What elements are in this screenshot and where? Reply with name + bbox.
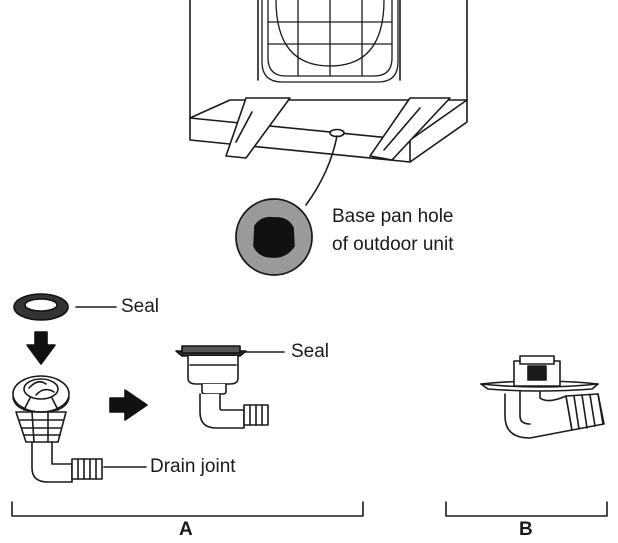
drain-joint-label: Drain joint xyxy=(150,456,236,477)
right-arrow-icon xyxy=(109,389,148,421)
section-b-bracket xyxy=(445,501,608,517)
fan-grille xyxy=(261,0,399,83)
section-a-label: A xyxy=(179,519,193,540)
outdoor-unit-illustration xyxy=(189,0,468,163)
base-rail-left xyxy=(225,97,291,159)
drain-joint-b xyxy=(480,355,605,439)
hole-callout-line xyxy=(305,135,338,206)
drain-joint-assembled xyxy=(175,345,269,429)
seal-assembled-label: Seal xyxy=(291,341,330,362)
base-rail-right xyxy=(369,97,451,161)
base-pan-hole-label-line1: Base pan hole xyxy=(332,206,454,227)
down-arrow-icon xyxy=(26,331,56,365)
section-b-label: B xyxy=(519,519,533,540)
section-a-bracket xyxy=(11,501,364,517)
drain-joint-loose xyxy=(12,375,103,483)
base-pan-hole-label-line2: of outdoor unit xyxy=(332,234,454,255)
base-pan-hole-magnified xyxy=(235,198,313,276)
seal-label: Seal xyxy=(121,296,160,317)
seal-ring xyxy=(13,293,69,321)
